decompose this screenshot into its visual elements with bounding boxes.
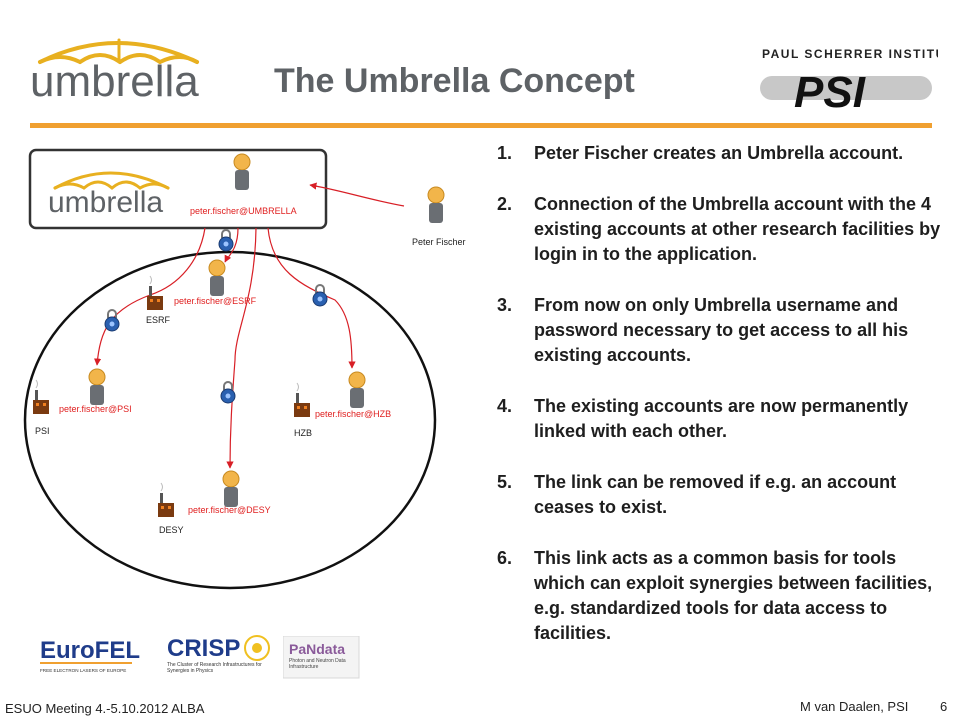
list-item: 2.Connection of the Umbrella account wit… [497, 194, 941, 264]
create-account-arrow [309, 182, 405, 207]
umbrella-canopy-icon [38, 38, 199, 64]
facilities-ellipse [23, 250, 437, 590]
umbrella-logo: umbrella [30, 38, 199, 104]
list-item: 5.The link can be removed if e.g. an acc… [497, 472, 897, 517]
hzb-facility-icon [293, 382, 311, 418]
box-umbrella-wordmark: umbrella [48, 186, 163, 219]
list-item: 6.This link acts as a common basis for t… [497, 548, 933, 643]
peter-fischer-icon [427, 186, 445, 224]
eurofel-underline [40, 662, 132, 664]
desy-user-icon [222, 470, 240, 508]
pandata-subtitle: Photon and Neutron Data Infrastructure [289, 658, 346, 670]
eurofel-logo: EuroFEL FREE ELECTRON LASERS OF EUROPE [40, 637, 140, 673]
lock-icon-esrf [218, 229, 234, 252]
hzb-account-label: peter.fischer@HZB [315, 409, 391, 419]
peter-fischer-label: Peter Fischer [412, 237, 466, 247]
psi-logo-mark: PSI [794, 68, 866, 112]
arrow-to-desy [226, 227, 257, 469]
eurofel-subtitle: FREE ELECTRON LASERS OF EUROPE [40, 668, 126, 673]
umbrella-user-icon [233, 153, 251, 191]
hzb-facility-label: HZB [294, 428, 312, 438]
arrow-to-esrf [224, 227, 239, 263]
esrf-account-label: peter.fischer@ESRF [174, 296, 257, 306]
list-item: 3.From now on only Umbrella username and… [497, 295, 909, 365]
list-item: 1.Peter Fischer creates an Umbrella acco… [497, 143, 904, 163]
crisp-wordmark: CRISP [167, 635, 240, 662]
umbrella-diagram: umbrella peter.fischer@UMBRELLA Peter Fi… [23, 148, 466, 590]
psi-account-label: peter.fischer@PSI [59, 404, 132, 414]
psi-facility-label: PSI [35, 426, 50, 436]
lock-icon-hzb [312, 284, 328, 307]
page-number: 6 [940, 699, 948, 714]
pandata-frame [283, 636, 360, 679]
lock-icon-desy [220, 381, 236, 404]
esrf-user-icon [208, 259, 226, 297]
psi-logo-band [760, 76, 932, 100]
eurofel-wordmark: EuroFEL [40, 637, 140, 664]
page-title: The Umbrella Concept [274, 62, 635, 100]
pandata-wordmark: PaNdata [289, 641, 345, 657]
header-divider [30, 123, 932, 128]
footer-author: M van Daalen, PSI [800, 699, 909, 714]
esrf-facility-label: ESRF [146, 315, 171, 325]
hzb-user-icon [348, 371, 366, 409]
list-item: 4.The existing accounts are now permanen… [497, 396, 909, 441]
umbrella-account-label: peter.fischer@UMBRELLA [190, 206, 297, 216]
desy-facility-label: DESY [159, 525, 184, 535]
crisp-orbit-icon [244, 635, 270, 661]
crisp-subtitle: The Cluster of Research Infrastructures … [167, 662, 262, 674]
footer-meeting: ESUO Meeting 4.-5.10.2012 ALBA [5, 701, 205, 716]
psi-institute-name: PAUL SCHERRER INSTITUT [762, 47, 938, 61]
box-umbrella-logo: umbrella [48, 171, 170, 219]
desy-account-label: peter.fischer@DESY [188, 505, 271, 515]
crisp-logo: CRISP The Cluster of Research Infrastruc… [167, 635, 270, 674]
umbrella-wordmark: umbrella [30, 57, 199, 104]
psi-user-icon [88, 368, 106, 406]
pandata-logo: PaNdata Photon and Neutron Data Infrastr… [283, 636, 360, 679]
steps-list: 1.Peter Fischer creates an Umbrella acco… [497, 141, 942, 672]
box-umbrella-canopy-icon [53, 171, 170, 190]
lock-icon-psi [104, 309, 120, 332]
psi-logo: PAUL SCHERRER INSTITUT PSI [760, 47, 938, 112]
psi-facility-icon [32, 379, 50, 415]
umbrella-account-box [28, 148, 328, 230]
desy-facility-icon [157, 482, 175, 518]
arrow-to-hzb [267, 227, 356, 369]
